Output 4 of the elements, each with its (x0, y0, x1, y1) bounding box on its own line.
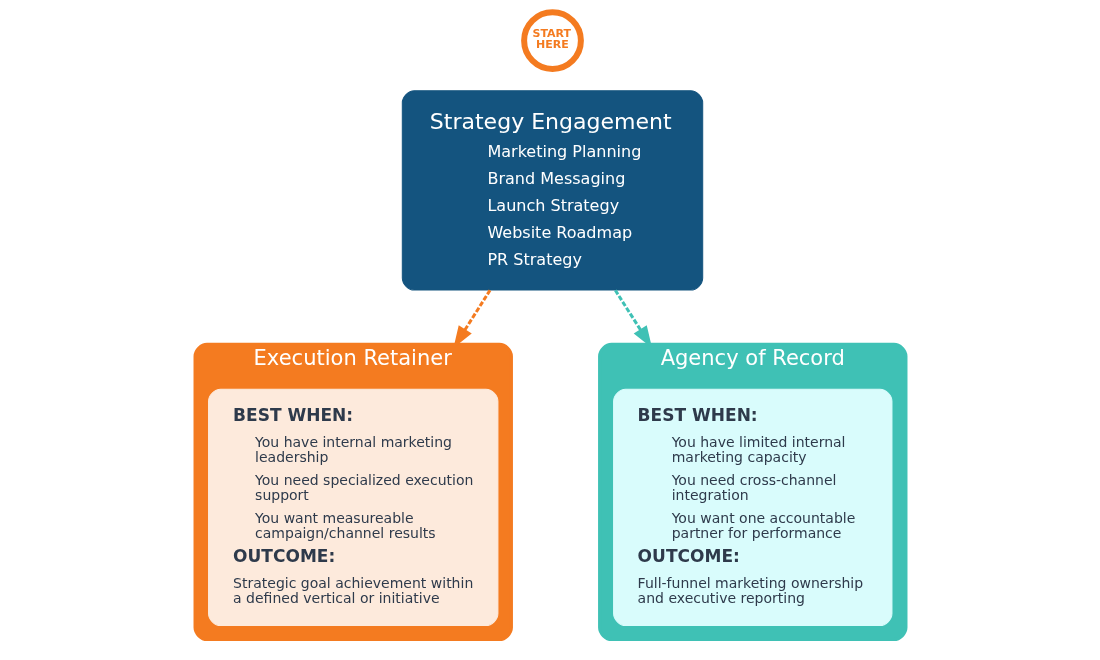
node-box: Strategy Engagement Marketing Planning Brand Messaging Launch Strategy Website Roadmap PR Strategy (401, 90, 703, 291)
node-box: BEST WHEN: You have internal marketing leadership You need specialized execution support You want measureable campaign/channel results OUTCOME: Strategic goal achievement within a defined vertical or initiative (207, 388, 498, 627)
node-circle: START HERE (520, 9, 584, 72)
node-box: BEST WHEN: You have limited internal marketing capacity You need cross-channel integration You want one accountable partner for performance OUTCOME: Full-funnel marketing ownership and executive reporting (612, 388, 892, 627)
